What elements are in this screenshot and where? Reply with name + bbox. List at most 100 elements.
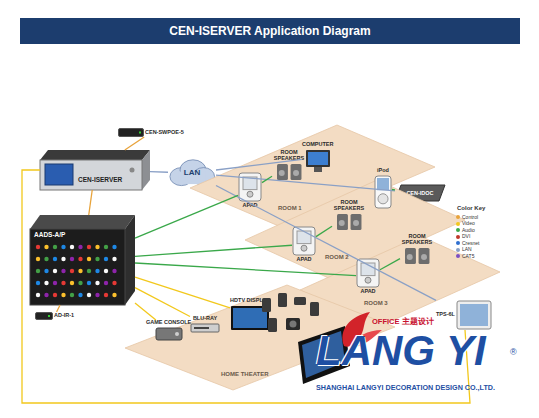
watermark: SHANGHAI LANGYI DECORATION DESIGN CO.,LT… (316, 384, 495, 391)
speaker-symbol (262, 298, 271, 312)
device-label: ROOM SPEAKERS (400, 234, 434, 246)
keypad-button (365, 277, 371, 283)
player-body (191, 324, 219, 332)
device-icon (356, 258, 380, 288)
keypad-screen (361, 263, 375, 276)
connector-jack (61, 257, 65, 261)
legend-text: Cresnet (462, 241, 480, 246)
connector-jack (87, 257, 91, 261)
legend-title: Color Key (457, 205, 485, 211)
connector-jack (104, 245, 108, 249)
keypad-button (301, 245, 307, 251)
legend-row: Cresnet (456, 240, 480, 246)
device-label: APAD (296, 257, 311, 263)
speaker-cone (293, 169, 299, 175)
title-area: CEN-ISERVER Application Diagram (20, 18, 520, 44)
connector-jack (53, 293, 57, 297)
connector-jack (36, 269, 40, 273)
connector-jack (112, 245, 116, 249)
connector-jack (104, 257, 108, 261)
device-label: APAD (360, 289, 375, 295)
speaker-cabinet (405, 248, 416, 264)
connector-jack (112, 293, 116, 297)
legend-row: Video (456, 221, 480, 227)
speaker-cabinet (291, 164, 302, 180)
device-icon (404, 247, 430, 265)
speaker-cabinet (337, 214, 348, 230)
cable (135, 245, 292, 256)
cable (135, 195, 238, 238)
device-label: AADS-A/P (34, 232, 65, 239)
connector-jack (53, 269, 57, 273)
room-label: ROOM 1 (278, 205, 302, 211)
connector-jack (36, 245, 40, 249)
device-icon (35, 312, 53, 320)
keypad-body (239, 173, 261, 201)
speaker-cone (421, 253, 427, 259)
room-label: ROOM 2 (325, 254, 349, 260)
device-icon (292, 226, 316, 256)
connector-jack (112, 269, 116, 273)
device-label: LAN (168, 169, 216, 177)
diagram-title: CEN-ISERVER Application Diagram (169, 24, 370, 38)
connector-jack (70, 245, 74, 249)
connector-jack (78, 269, 82, 273)
legend-text: LAN (462, 247, 472, 252)
device-icon (40, 150, 150, 190)
cable (316, 226, 332, 236)
watermark: OFFICE 主题设计 (372, 318, 434, 326)
audio-keypad: APAD (238, 172, 262, 209)
legend-swatch (456, 228, 460, 232)
speaker-cone (407, 253, 413, 259)
connector-jack (78, 257, 82, 261)
connector-jack (61, 245, 65, 249)
legend-text: CAT5 (462, 254, 474, 259)
connector-jack (61, 281, 65, 285)
connector-jack (87, 293, 91, 297)
legend-row: Audio (456, 227, 480, 233)
connector-jack (112, 257, 116, 261)
connector-jack (104, 293, 108, 297)
unit-top (30, 215, 135, 229)
monitor-frame (306, 150, 330, 167)
cable (380, 259, 400, 270)
connector-jack (70, 269, 74, 273)
speaker-symbol (278, 293, 287, 307)
device-label: TPS-6L (436, 312, 455, 318)
monitor-screen (308, 152, 328, 165)
media-server: CEN-ISERVER (40, 150, 150, 190)
connector-jack (78, 293, 82, 297)
connector-jack (61, 269, 65, 273)
connector-jack (95, 257, 99, 261)
connector-jack (44, 257, 48, 261)
device-label: GAME CONSOLE (146, 320, 191, 326)
legend-row: LAN (456, 247, 480, 253)
color-key: ControlVideoAudioDVICresnetLAN CAT5 (456, 214, 480, 260)
device-label: ROOM SPEAKERS (272, 150, 306, 162)
legend-row: DVI (456, 234, 480, 240)
status-light (139, 132, 141, 134)
speaker-symbol (268, 318, 277, 332)
console-button (175, 332, 179, 336)
connector-jack (104, 269, 108, 273)
cable (216, 175, 395, 191)
device-body (119, 129, 144, 137)
device-label: APAD (242, 203, 257, 209)
server-top (40, 150, 150, 160)
connector-jack (95, 269, 99, 273)
legend-row: Control (456, 214, 480, 220)
legend-swatch (456, 241, 460, 245)
keypad-body (357, 259, 379, 287)
watermark: LANG YI (316, 330, 486, 372)
unit-front (30, 229, 125, 305)
speaker-cone (279, 169, 285, 175)
connector-jack (53, 245, 57, 249)
room-speakers: ROOM SPEAKERS (272, 150, 306, 181)
panel-screen (460, 304, 488, 326)
panel-body (457, 301, 491, 329)
room-label: HOME THEATER (221, 371, 269, 377)
console-body (156, 328, 182, 340)
room-label: ROOM 3 (364, 300, 388, 306)
connector-jack (70, 293, 74, 297)
device-icon (374, 175, 392, 209)
